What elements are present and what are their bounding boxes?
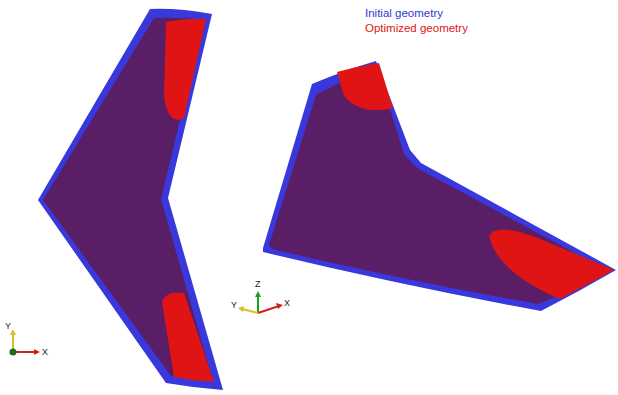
legend-entry: Initial geometry bbox=[365, 6, 468, 21]
axis-label: Y bbox=[5, 321, 11, 331]
top-view-wing bbox=[38, 9, 223, 390]
overlap-region bbox=[43, 18, 213, 381]
z-axis bbox=[10, 349, 17, 356]
y-axis bbox=[242, 309, 258, 313]
legend-colour: Optimized geometry bbox=[365, 22, 468, 34]
z-axis bbox=[257, 295, 259, 313]
initial-geometry bbox=[263, 61, 616, 311]
legend-colour: Initial geometry bbox=[365, 7, 443, 19]
arrowhead bbox=[238, 306, 244, 312]
initial-geometry bbox=[38, 9, 223, 390]
arrowhead bbox=[255, 291, 261, 297]
legend-entry: Optimized geometry bbox=[365, 21, 468, 36]
axis-label: X bbox=[284, 298, 290, 308]
x-axis bbox=[258, 306, 279, 313]
perspective-view-wing bbox=[263, 61, 616, 311]
legend-text: Initial geometry bbox=[365, 7, 443, 19]
axis-triad bbox=[238, 291, 283, 313]
optimized-tip bbox=[162, 292, 214, 382]
legend-text: Optimized geometry bbox=[365, 22, 468, 34]
axis-triad bbox=[10, 329, 41, 356]
arrowhead bbox=[34, 349, 40, 355]
optimized-tip bbox=[164, 19, 206, 120]
axis-label: X bbox=[42, 347, 48, 357]
optimized-tip bbox=[337, 63, 393, 110]
axis-label: Z bbox=[255, 279, 261, 289]
optimized-tip bbox=[489, 229, 614, 299]
axis-label: Y bbox=[231, 300, 237, 310]
arrowhead bbox=[276, 303, 283, 309]
legend: Initial geometryOptimized geometry bbox=[365, 6, 468, 36]
